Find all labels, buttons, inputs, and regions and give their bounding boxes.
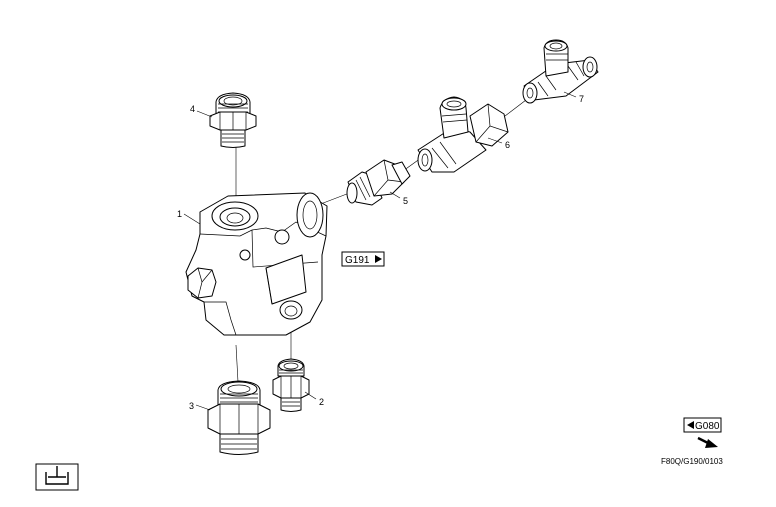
part-7-tee [522, 39, 599, 104]
back-reference-link[interactable]: G080 [683, 417, 722, 433]
callout-4: 4 [190, 104, 195, 114]
callout-7: 7 [579, 94, 584, 104]
triangle-left-icon [687, 421, 694, 429]
forward-reference-link[interactable]: G191 [341, 251, 385, 267]
part-3-fitting-bottom [207, 380, 271, 455]
callout-1: 1 [177, 209, 182, 219]
callout-leaders [183, 91, 577, 411]
forward-reference-label: G191 [345, 255, 370, 266]
callout-5: 5 [403, 196, 408, 206]
arrow-down-right-icon [697, 436, 718, 448]
part-5-union [346, 159, 411, 206]
callout-6: 6 [505, 140, 510, 150]
part-1-valve-body [185, 192, 328, 336]
callout-2: 2 [319, 397, 324, 407]
callout-3: 3 [189, 401, 194, 411]
cylinder-symbol-icon [35, 463, 79, 491]
back-reference-label: G080 [695, 421, 720, 432]
part-4-fitting-top [209, 92, 257, 148]
drawing-code: F80Q/G190/0103 [661, 457, 723, 466]
triangle-right-icon [375, 255, 382, 263]
part-6-tee [417, 96, 509, 173]
part-2-fitting-small [272, 358, 310, 412]
